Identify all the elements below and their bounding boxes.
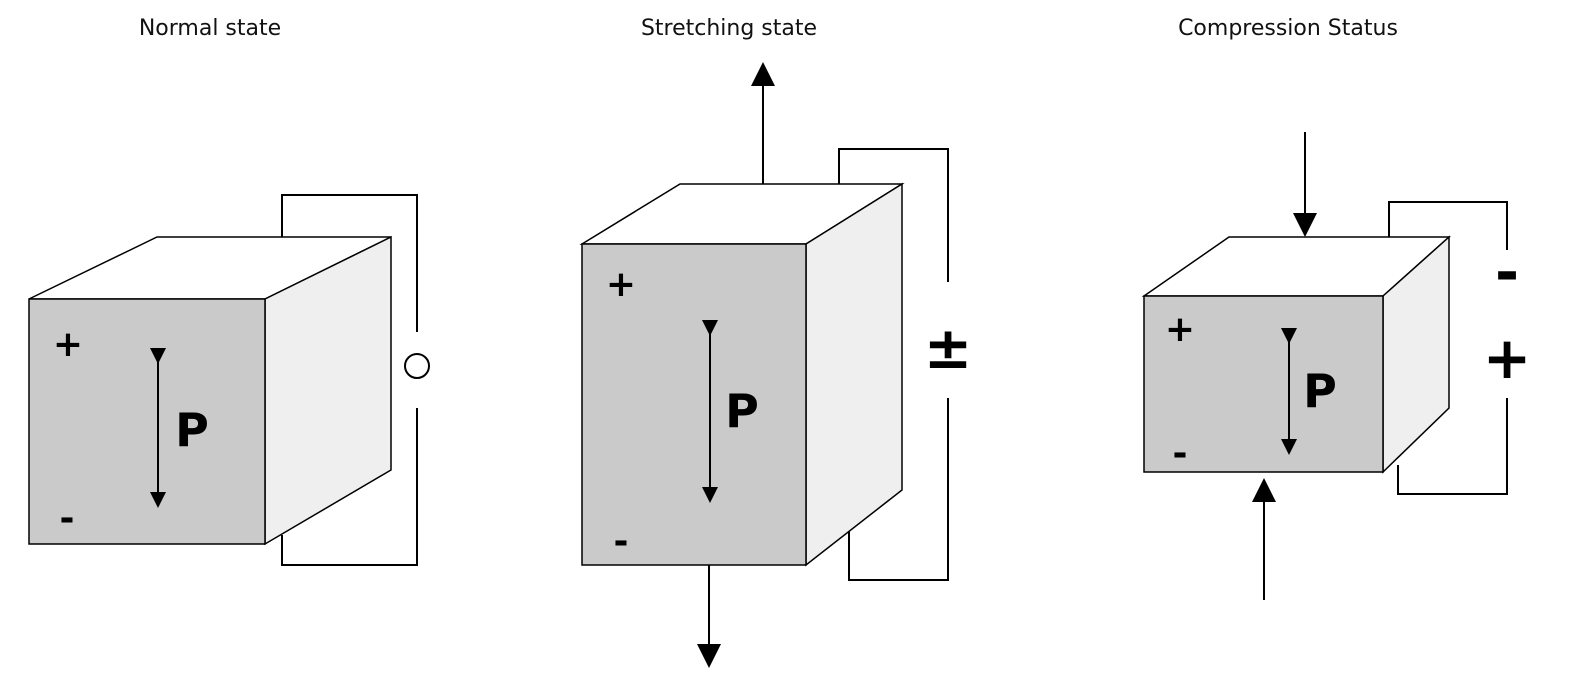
plus-charge-label: +: [1165, 309, 1195, 350]
open-circuit-terminal: [404, 353, 430, 379]
crystal-front-face: [581, 243, 807, 566]
terminal-plus-label: +: [1483, 324, 1532, 392]
panel-normal-state: Normal state + - P: [28, 16, 430, 566]
circuit-wire-top: [1388, 201, 1508, 250]
circuit-wire-bottom: [281, 408, 418, 566]
panel-compression-status: Compression Status - + + - P: [1141, 16, 1532, 600]
plus-charge-label: +: [53, 324, 83, 365]
polarization-label: P: [725, 384, 759, 438]
panel-title: Compression Status: [1178, 16, 1398, 41]
circuit-wire-bottom: [1397, 398, 1508, 495]
minus-charge-label: -: [1173, 433, 1188, 474]
crystal-front-face: [1143, 295, 1384, 473]
circuit-wire-top: [838, 148, 949, 282]
plus-charge-label: +: [606, 264, 636, 305]
minus-charge-label: -: [614, 521, 629, 562]
crystal-side-face: [805, 182, 903, 567]
panel-stretching-state: Stretching state ± + - P: [579, 16, 973, 668]
minus-charge-label: -: [60, 498, 75, 539]
panel-title: Stretching state: [641, 16, 817, 41]
panel-title: Normal state: [139, 16, 281, 41]
polarization-label: P: [1303, 364, 1337, 418]
polarization-label: P: [175, 403, 209, 457]
circuit-wire-top: [281, 194, 418, 332]
crystal-front-face: [28, 298, 266, 545]
terminal-polarity-label: ±: [924, 314, 973, 382]
terminal-minus-label: -: [1495, 238, 1519, 306]
circuit-wire-bottom: [848, 398, 949, 581]
